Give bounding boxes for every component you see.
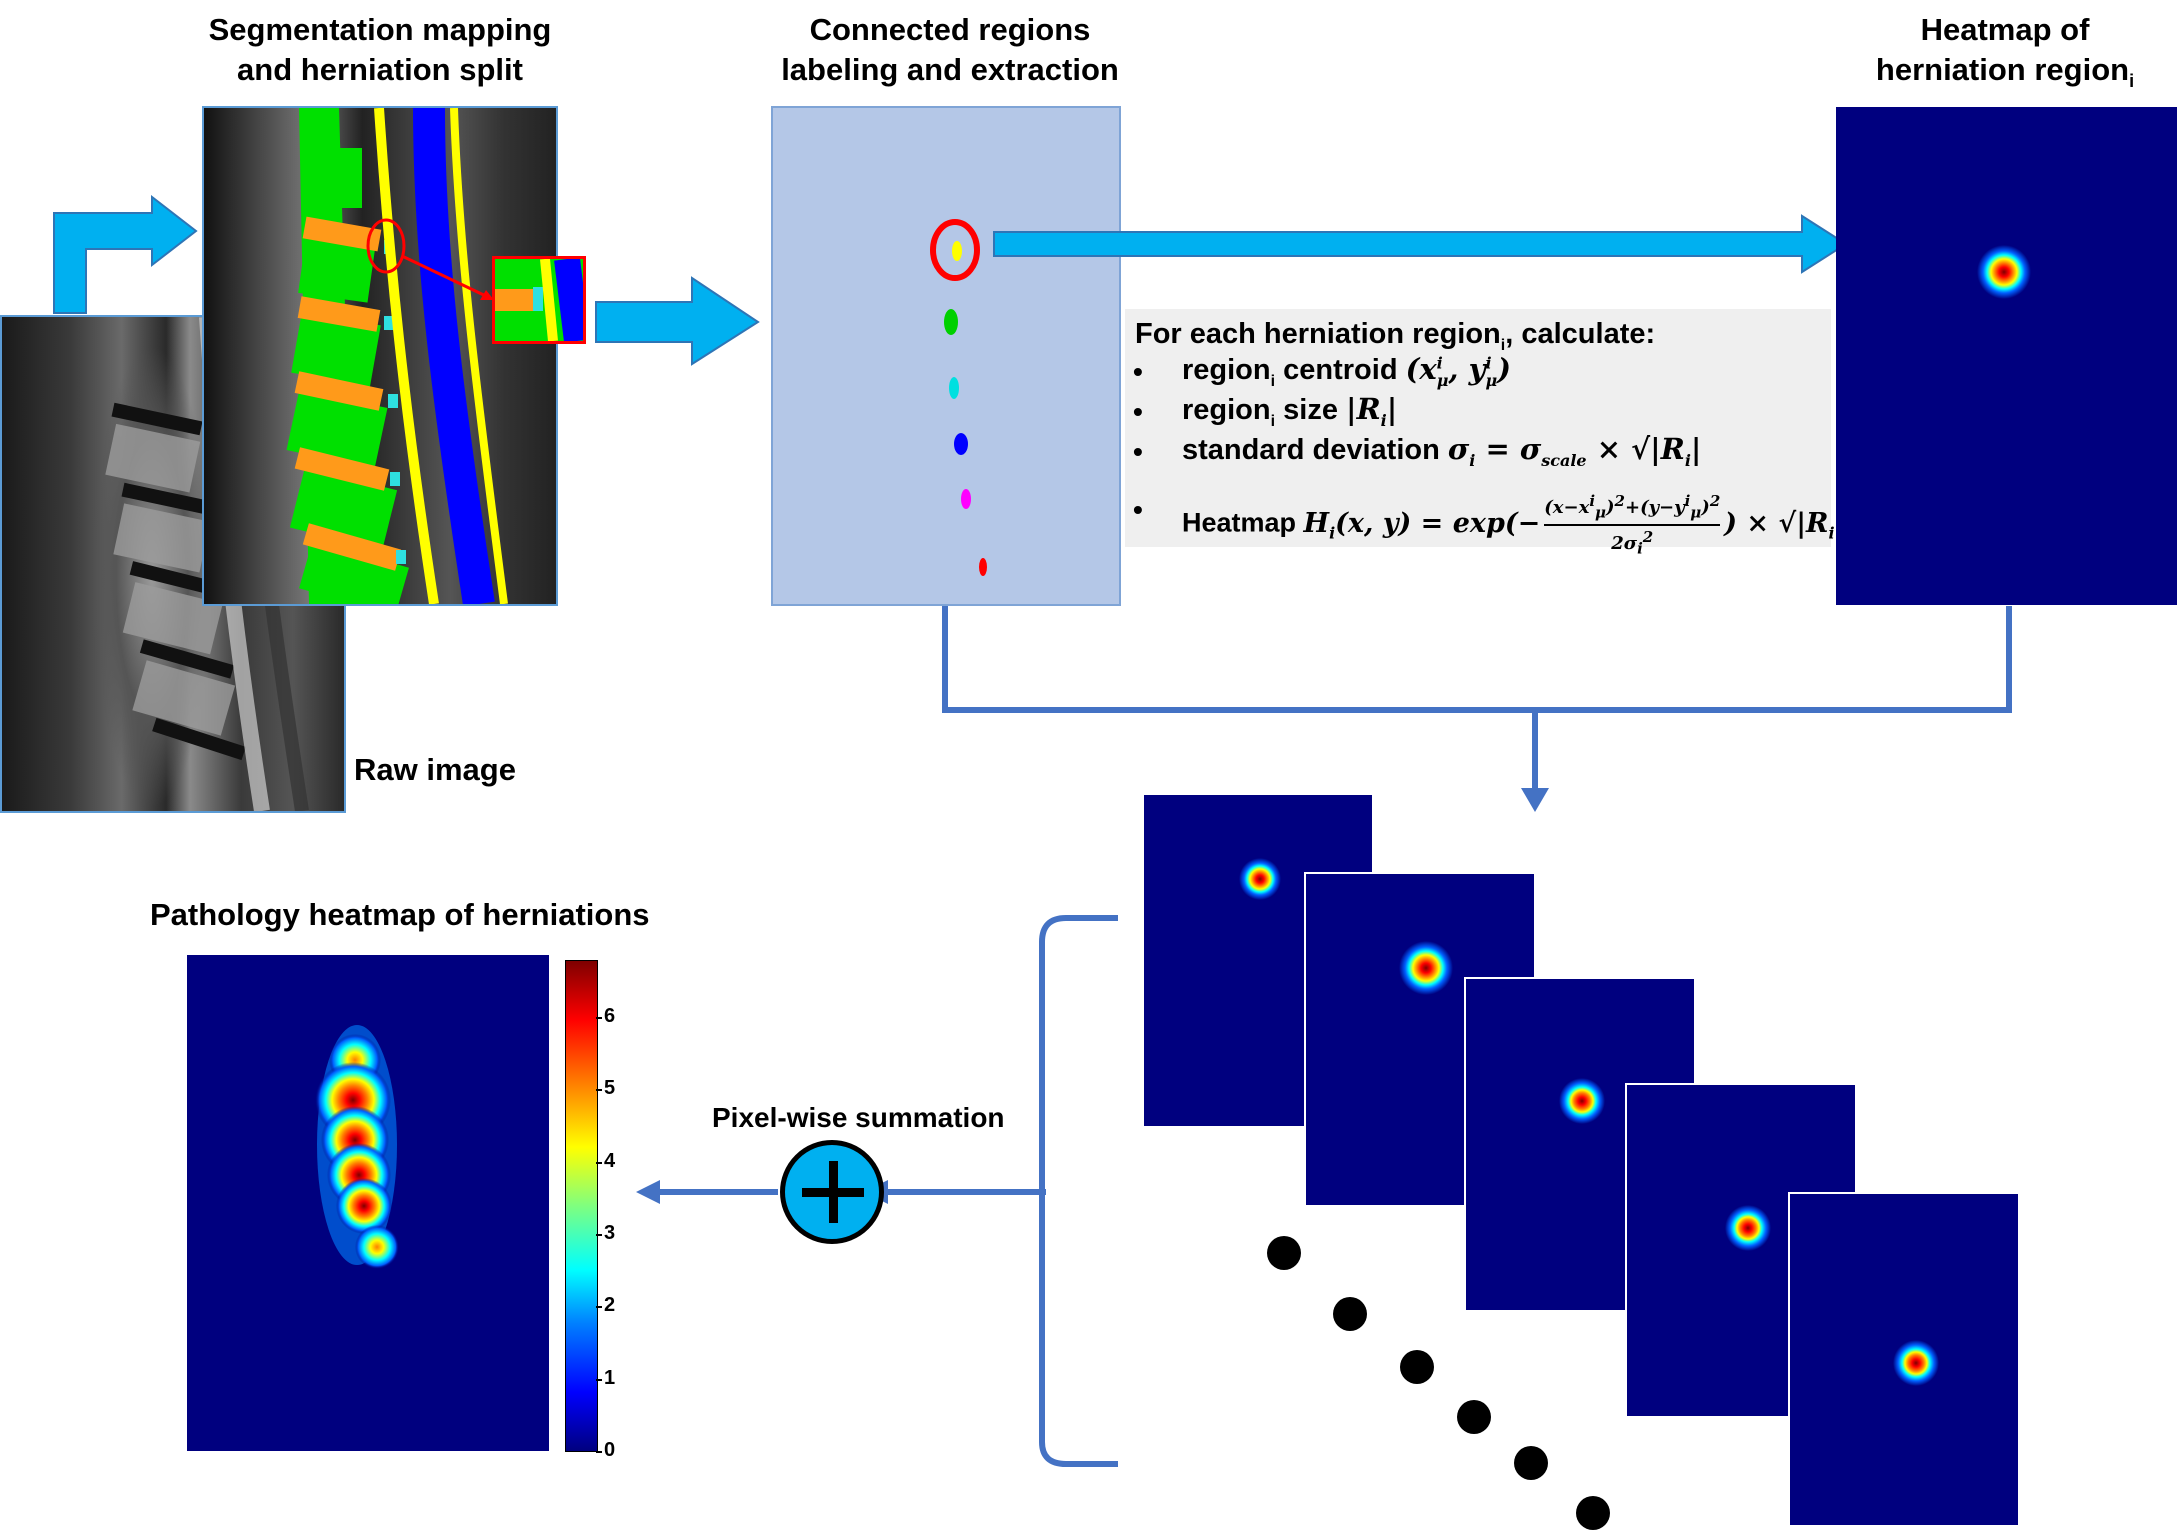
pathology-title: Pathology heatmap of herniations (150, 897, 650, 932)
merge-connector (942, 606, 2012, 812)
colorbar-tick-label: 6 (604, 1004, 616, 1027)
elbow-arrow (53, 195, 198, 314)
heatmap-region-image (1836, 107, 2177, 605)
colorbar-tick-mark (596, 1016, 602, 1019)
formula-size: regioni size |Ri| (1182, 392, 1398, 430)
pathology-heatmap-image (187, 955, 549, 1451)
bullet-2: • (1133, 396, 1143, 427)
colorbar-tick-mark (596, 1089, 602, 1092)
ellipsis-dot-2 (1333, 1297, 1367, 1331)
formula-header: For each herniation regioni, calculate: (1135, 318, 1656, 354)
colorbar-tick-mark (596, 1306, 602, 1309)
colorbar-tick-label: 2 (604, 1294, 616, 1317)
heatmap-region-title: Heatmap of herniation regioni (1875, 12, 2135, 92)
zoom-inset (492, 256, 586, 344)
colorbar-tick-label: 5 (604, 1077, 616, 1100)
colorbar-tick-mark (596, 1378, 602, 1381)
colorbar-tick-label: 1 (604, 1366, 616, 1389)
ellipsis-dot-3 (1400, 1350, 1434, 1384)
stack-bracket (1036, 915, 1118, 1467)
colorbar-tick-label: 0 (604, 1439, 616, 1461)
formula-sigma: standard deviation σi = σscale × √|Ri| (1182, 432, 1702, 470)
plus-circle-icon (780, 1140, 884, 1244)
formula-centroid: regioni centroid (xiμ, yiμ) (1182, 352, 1511, 390)
bullet-3: • (1133, 436, 1143, 467)
to-heatmap-arrow (993, 214, 1848, 274)
ellipsis-dot-5 (1514, 1446, 1548, 1480)
formula-box (1125, 309, 1831, 547)
colorbar-tick-label: 4 (604, 1149, 616, 1172)
connected-regions-panel (771, 106, 1121, 606)
ellipsis-dot-4 (1457, 1400, 1491, 1434)
seg-to-connected-arrow (595, 276, 760, 366)
ellipsis-dot-1 (1267, 1236, 1301, 1270)
bullet-1: • (1133, 356, 1143, 387)
bullet-4: • (1133, 494, 1143, 525)
segmentation-title: Segmentation mapping and herniation spli… (208, 12, 552, 87)
stack-heatmap-5 (1788, 1192, 2020, 1527)
ellipsis-dot-6 (1576, 1496, 1610, 1530)
raw-image-label: Raw image (354, 752, 516, 787)
formula-heatmap: Heatmap Hi(x, y) = exp(−(x−xiμ)2+(y−yiμ)… (1182, 492, 1844, 558)
colorbar-tick-mark (596, 1233, 602, 1236)
colorbar-tick-label: 3 (604, 1221, 616, 1244)
segmentation-image (202, 106, 558, 606)
connected-title: Connected regions labeling and extractio… (781, 12, 1119, 87)
pixel-summation-label: Pixel-wise summation (712, 1102, 1005, 1133)
colorbar-tick-mark (596, 1451, 602, 1453)
colorbar-tick-mark (596, 1161, 602, 1164)
colorbar (565, 960, 598, 1452)
